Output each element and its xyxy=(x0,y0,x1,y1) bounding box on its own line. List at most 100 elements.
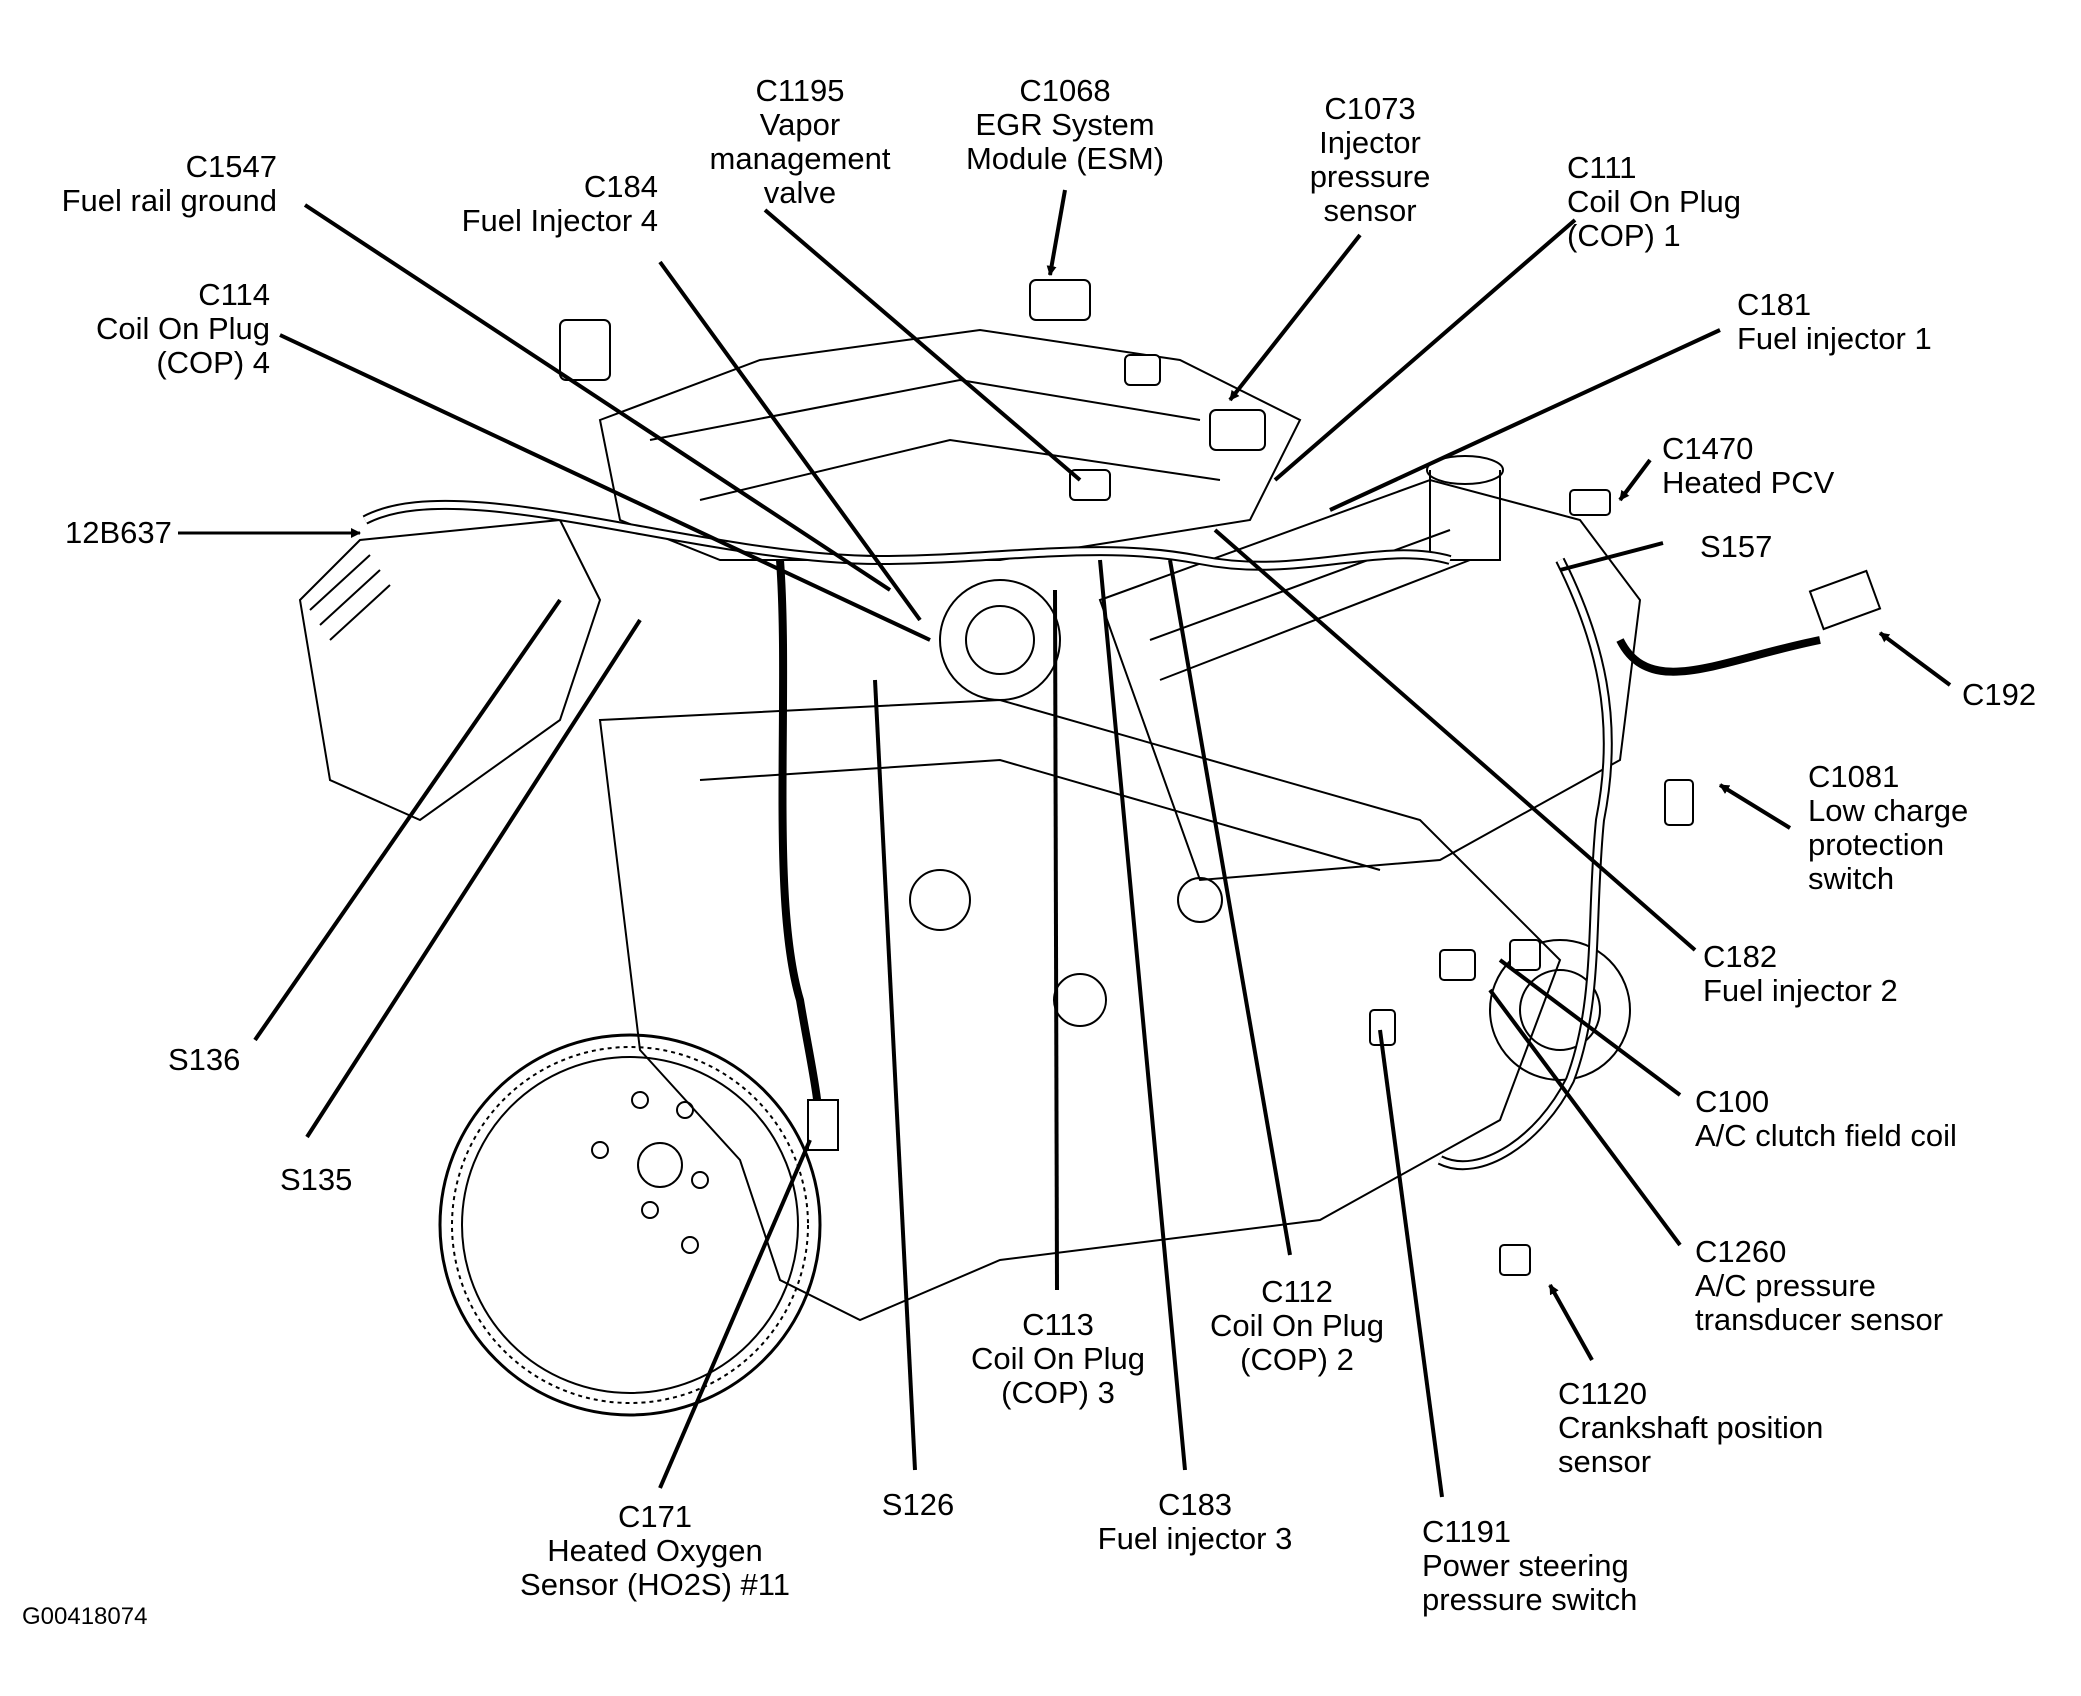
callout-desc: Fuel injector 2 xyxy=(1703,973,1898,1008)
callout-c1547: C1547 Fuel rail ground xyxy=(62,150,277,218)
callout-id: C1068 xyxy=(1019,73,1111,108)
leader-c114 xyxy=(279,333,931,642)
callout-c1470: C1470 Heated PCV xyxy=(1662,432,1834,500)
callout-desc: sensor xyxy=(1558,1444,1652,1479)
callout-id: C100 xyxy=(1695,1084,1770,1119)
callout-desc: pressure switch xyxy=(1422,1582,1638,1617)
callout-c113: C113 Coil On Plug (COP) 3 xyxy=(971,1308,1145,1410)
callout-id: C114 xyxy=(198,277,270,312)
leader-c1191 xyxy=(1378,1029,1444,1498)
leader-c1260 xyxy=(1488,988,1682,1247)
leader-c171 xyxy=(658,1139,812,1489)
leader-c112 xyxy=(1168,559,1292,1256)
leader-c192 xyxy=(1878,631,1952,687)
callout-id: C112 xyxy=(1261,1274,1333,1309)
leader-c182 xyxy=(1213,528,1697,952)
flywheel xyxy=(438,1033,822,1417)
leader-c1195 xyxy=(763,208,1082,482)
leader-c1081 xyxy=(1718,783,1792,830)
callout-desc: pressure xyxy=(1309,159,1431,194)
callout-id: C113 xyxy=(1022,1307,1094,1342)
leader-s136 xyxy=(253,598,562,1042)
callout-id: C171 xyxy=(617,1499,693,1534)
leader-c113 xyxy=(1053,589,1059,1291)
callout-s136: S136 xyxy=(168,1043,240,1077)
callout-desc: Coil On Plug xyxy=(1567,184,1742,219)
leader-c1120 xyxy=(1548,1284,1594,1361)
callout-desc: Fuel injector 1 xyxy=(1737,321,1932,356)
callout-desc: Vapor xyxy=(759,107,841,142)
leader-s126 xyxy=(873,679,917,1471)
leader-s135 xyxy=(305,618,642,1139)
callout-c192: C192 xyxy=(1962,678,2036,712)
leader-lines xyxy=(178,189,1952,1498)
callout-c114: C114 Coil On Plug (COP) 4 xyxy=(96,278,270,380)
leader-c1470 xyxy=(1618,458,1652,502)
leader-s157 xyxy=(1559,541,1664,572)
callout-desc: Low charge xyxy=(1808,793,1969,828)
callout-id: C1191 xyxy=(1422,1514,1512,1549)
callout-c181: C181 Fuel injector 1 xyxy=(1737,288,1932,356)
leader-c1073 xyxy=(1228,233,1362,402)
callout-c1073: C1073 Injector pressure sensor xyxy=(1310,92,1431,228)
callout-s135: S135 xyxy=(280,1163,352,1197)
callout-id: C1120 xyxy=(1558,1376,1648,1411)
callout-desc: Coil On Plug xyxy=(970,1341,1146,1376)
callout-id: S157 xyxy=(1700,529,1773,564)
callout-s126: S126 xyxy=(882,1488,954,1522)
callout-desc: switch xyxy=(1808,861,1895,896)
callout-12b637: 12B637 xyxy=(65,516,172,550)
callout-desc: Coil On Plug xyxy=(95,311,270,346)
callout-id: C192 xyxy=(1962,677,2037,712)
leader-c183 xyxy=(1098,559,1187,1471)
callout-id: C111 xyxy=(1567,150,1637,185)
callout-c1068: C1068 EGR System Module (ESM) xyxy=(966,74,1164,176)
callout-desc: Sensor (HO2S) #11 xyxy=(520,1567,790,1602)
callout-c1195: C1195 Vapor management valve xyxy=(710,74,891,210)
callout-desc: (COP) 1 xyxy=(1567,218,1681,253)
callout-id: 12B637 xyxy=(65,515,172,550)
callout-desc: EGR System xyxy=(975,107,1155,142)
callout-desc: management xyxy=(709,141,891,176)
callout-id: C1081 xyxy=(1808,759,1900,794)
callout-id: C182 xyxy=(1703,939,1778,974)
callout-c1191: C1191 Power steering pressure switch xyxy=(1422,1515,1637,1617)
figure-id: G00418074 xyxy=(22,1603,148,1630)
callout-desc: Fuel rail ground xyxy=(61,183,277,218)
leader-c1547 xyxy=(303,203,892,592)
leader-c1068 xyxy=(1046,189,1067,276)
callout-c1081: C1081 Low charge protection switch xyxy=(1808,760,1968,896)
callout-c100: C100 A/C clutch field coil xyxy=(1695,1085,1957,1153)
callout-c111: C111 Coil On Plug (COP) 1 xyxy=(1567,151,1741,253)
callout-c184: C184 Fuel Injector 4 xyxy=(462,170,658,238)
callout-c182: C182 Fuel injector 2 xyxy=(1703,940,1898,1008)
leader-c184 xyxy=(658,260,922,622)
callout-desc: sensor xyxy=(1323,193,1417,228)
callout-s157: S157 xyxy=(1700,530,1772,564)
callout-id: C184 xyxy=(583,169,658,204)
callout-desc: (COP) 2 xyxy=(1240,1342,1354,1377)
callout-desc: A/C pressure xyxy=(1695,1268,1876,1303)
callout-desc: (COP) 3 xyxy=(1001,1375,1115,1410)
leader-c100 xyxy=(1498,958,1682,1097)
callout-desc: Module (ESM) xyxy=(965,141,1165,176)
callout-id: C1470 xyxy=(1662,431,1754,466)
callout-desc: A/C clutch field coil xyxy=(1695,1118,1957,1153)
callout-c112: C112 Coil On Plug (COP) 2 xyxy=(1210,1275,1384,1377)
callout-desc: transducer sensor xyxy=(1695,1302,1944,1337)
callout-id: S135 xyxy=(280,1162,353,1197)
leader-c111 xyxy=(1273,218,1577,482)
callout-id: C1195 xyxy=(755,73,845,108)
callout-desc: Crankshaft position xyxy=(1558,1410,1824,1445)
callout-id: S126 xyxy=(881,1487,955,1522)
callout-id: C1547 xyxy=(185,149,277,184)
callout-desc: Power steering xyxy=(1422,1548,1629,1583)
callout-desc: Coil On Plug xyxy=(1209,1308,1385,1343)
callout-id: C181 xyxy=(1737,287,1812,322)
callout-id: C1073 xyxy=(1324,91,1416,126)
callout-desc: valve xyxy=(763,175,837,210)
callout-id: S136 xyxy=(168,1042,241,1077)
leader-c181 xyxy=(1329,328,1721,512)
callout-desc: Fuel injector 3 xyxy=(1097,1521,1293,1556)
callout-desc: Injector xyxy=(1319,125,1421,160)
